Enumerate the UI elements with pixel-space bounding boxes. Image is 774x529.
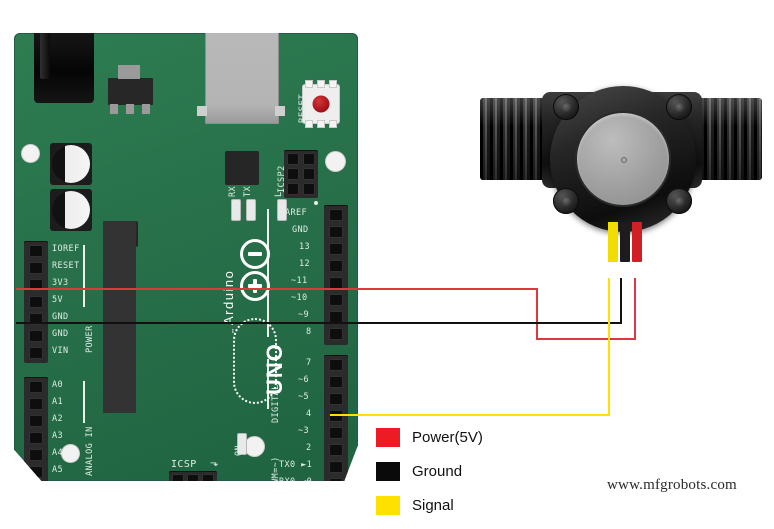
arduino-logo-ring-plus — [240, 271, 270, 301]
analog-pin-label-a5: A5 — [52, 465, 64, 475]
wire-power-5v-segment-h1 — [16, 288, 538, 290]
analog-pin-label-a2: A2 — [52, 414, 64, 424]
usb-b-connector — [205, 33, 279, 124]
uno-badge-outline — [233, 318, 277, 404]
sensor-wire-stub-signal — [608, 222, 618, 262]
analog-pin-label-a1: A1 — [52, 397, 64, 407]
reset-button[interactable] — [303, 81, 339, 127]
tx-led — [247, 200, 255, 220]
digital-header-bottom[interactable] — [324, 355, 348, 481]
power-pin-label-5v: 5V — [52, 295, 64, 305]
power-group-label: POWER — [85, 325, 95, 353]
digital-pin-label-2: 2 — [306, 443, 312, 453]
legend-swatch-ground — [376, 462, 400, 481]
digital-pin-label-8: 8 — [306, 327, 312, 337]
wire-ground-segment-v — [620, 278, 622, 324]
digital-pin-label-rx0: RX0 ◄0 — [279, 477, 313, 487]
power-pin-label-gnd-2: GND — [52, 329, 69, 339]
icsp-silk-label: ICSP — [171, 459, 197, 470]
usb-tab-left — [197, 106, 207, 116]
analog-pin-label-a4: A4 — [52, 448, 64, 458]
sensor-bolt-top-right — [666, 94, 692, 120]
digital-pin-label-11: ~11 — [291, 276, 308, 286]
digital-pin-label-3: ~3 — [298, 426, 310, 436]
sensor-bolt-bottom-left — [553, 188, 579, 214]
power-header[interactable] — [24, 241, 48, 363]
power-group-rule — [83, 245, 85, 307]
wire-ground-segment-h — [16, 322, 622, 324]
tx-silk-label: TX — [243, 185, 253, 197]
legend-label-power: Power(5V) — [412, 429, 483, 446]
digital-pin-label-gnd: GND — [292, 225, 309, 235]
electrolytic-capacitor-1 — [52, 145, 90, 183]
digital-pin-label-12: 12 — [299, 259, 311, 269]
sensor-cap-plate — [577, 113, 669, 205]
digital-pin-label-6: ~6 — [298, 375, 310, 385]
digital-pin-label-13: 13 — [299, 242, 311, 252]
arduino-logo-ring-minus — [240, 239, 270, 269]
rx-silk-label: RX — [228, 185, 238, 197]
uno-badge-text: UNO — [262, 343, 287, 395]
digital-group-rule-top — [267, 209, 269, 337]
wire-power-5v-segment-v2 — [634, 278, 636, 340]
arduino-logo-plus-vertical — [253, 279, 257, 293]
power-pin-label-reset: RESET — [52, 261, 80, 271]
mounting-hole-2 — [326, 152, 345, 171]
wire-signal-segment-h — [330, 414, 610, 416]
microcontroller — [103, 221, 136, 413]
wire-signal-segment-v — [608, 278, 610, 416]
sensor-bolt-top-left — [553, 94, 579, 120]
arduino-logo-minus-icon — [248, 252, 262, 256]
water-flow-sensor — [480, 78, 762, 262]
analog-header[interactable] — [24, 377, 48, 481]
power-pin-label-gnd-1: GND — [52, 312, 69, 322]
voltage-regulator — [108, 65, 153, 114]
arduino-wordmark: Arduino — [221, 269, 236, 325]
power-pin-label-ioref: IOREF — [52, 244, 80, 254]
sensor-wire-stub-power — [632, 222, 642, 262]
power-pin-label-vin: VIN — [52, 346, 69, 356]
digital-pin-label-9: ~9 — [298, 310, 310, 320]
rx-led — [232, 200, 240, 220]
mounting-hole-4 — [62, 445, 79, 462]
icsp2-polarity-dot — [314, 201, 318, 205]
usb-tab-right — [275, 106, 285, 116]
reset-button-cap — [312, 95, 330, 113]
diagram-canvas: RESET RX TX L ON — [14, 33, 762, 515]
digital-pin-label-4: 4 — [306, 409, 312, 419]
digital-pin-label-tx0: TX0 ►1 — [279, 460, 313, 470]
icsp2-header[interactable] — [284, 150, 318, 198]
wire-power-5v-segment-h2 — [536, 338, 636, 340]
mounting-hole-3 — [245, 437, 264, 456]
arduino-uno-board: RESET RX TX L ON — [14, 33, 358, 481]
digital-pin-label-5: ~5 — [298, 392, 310, 402]
digital-pin-label-aref: AREF — [285, 208, 308, 218]
power-jack — [34, 33, 94, 103]
reset-silk-label: RESET — [298, 93, 308, 123]
wire-power-5v-segment-v — [536, 288, 538, 340]
mounting-hole-1 — [22, 145, 39, 162]
icsp-header[interactable] — [169, 471, 217, 481]
analog-group-label: ANALOG IN — [85, 426, 95, 476]
analog-pin-label-a3: A3 — [52, 431, 64, 441]
watermark: www.mfgrobots.com — [607, 477, 737, 493]
legend-label-ground: Ground — [412, 463, 463, 480]
analog-group-rule — [83, 381, 85, 423]
sensor-wire-stub-ground — [620, 222, 630, 262]
on-silk-label: ON — [234, 444, 244, 456]
legend-swatch-power — [376, 428, 400, 447]
digital-header-top[interactable] — [324, 205, 348, 345]
power-pin-label-3v3: 3V3 — [52, 278, 69, 288]
usb-interface-chip — [225, 151, 259, 185]
digital-pin-label-10: ~10 — [291, 293, 308, 303]
icsp-polarity-marker: ⬎ — [210, 458, 219, 469]
on-led — [238, 434, 246, 454]
icsp2-silk-label: ICSP2 — [277, 165, 287, 193]
analog-pin-label-a0: A0 — [52, 380, 64, 390]
digital-pin-label-7: 7 — [306, 358, 312, 368]
electrolytic-capacitor-2 — [52, 191, 90, 229]
pwm-group-label: (PWM=~) — [271, 456, 281, 495]
sensor-bolt-bottom-right — [666, 188, 692, 214]
l-led — [278, 200, 286, 220]
